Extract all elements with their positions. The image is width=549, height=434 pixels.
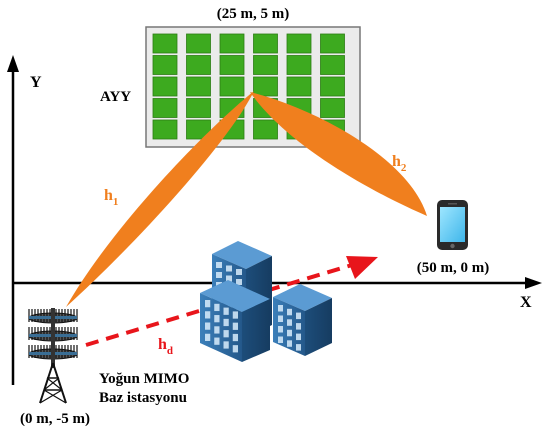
ris-element bbox=[219, 33, 245, 54]
ris-element bbox=[152, 55, 178, 75]
ris-element bbox=[253, 55, 278, 75]
ris-element-grid bbox=[152, 33, 345, 140]
ris-element bbox=[186, 76, 211, 97]
antenna-tower-icon bbox=[28, 308, 78, 404]
ris-element bbox=[320, 33, 345, 54]
base-station-position-label: (0 m, -5 m) bbox=[20, 411, 90, 427]
ris-element bbox=[286, 55, 312, 75]
hd-label: hd bbox=[158, 336, 173, 357]
ris-position-label: (25 m, 5 m) bbox=[217, 6, 289, 22]
ris-element bbox=[320, 76, 345, 97]
beam-h2 bbox=[250, 92, 427, 216]
beam-h1 bbox=[66, 91, 254, 307]
ris-element bbox=[152, 76, 178, 97]
ris-element bbox=[253, 33, 278, 54]
ris-element bbox=[186, 33, 211, 54]
ris-element bbox=[152, 119, 178, 140]
ris-element bbox=[286, 33, 312, 54]
ris-element bbox=[253, 119, 278, 140]
ris-element bbox=[152, 33, 178, 54]
base-station-name-line1: Yoğun MIMO bbox=[99, 371, 189, 387]
ris-element bbox=[219, 55, 245, 75]
ris-element bbox=[320, 55, 345, 75]
h1-label: h1 bbox=[104, 187, 118, 208]
ris-element bbox=[152, 98, 178, 118]
h2-label: h2 bbox=[392, 153, 407, 174]
ris-label: AYY bbox=[100, 89, 131, 105]
coordinate-axes: Y X bbox=[7, 55, 542, 385]
ris-element bbox=[320, 98, 345, 118]
smartphone-icon bbox=[437, 200, 468, 250]
x-axis-label: X bbox=[520, 294, 532, 311]
y-axis-label: Y bbox=[30, 74, 42, 91]
channel-beams bbox=[66, 91, 427, 307]
buildings-icon bbox=[200, 241, 332, 362]
ris-element bbox=[219, 76, 245, 97]
ris-element bbox=[186, 98, 211, 118]
ris-element bbox=[253, 76, 278, 97]
ris-element bbox=[286, 76, 312, 97]
user-position-label: (50 m, 0 m) bbox=[417, 260, 489, 276]
ris-element bbox=[186, 55, 211, 75]
ris-element bbox=[186, 119, 211, 140]
base-station-name-line2: Baz istasyonu bbox=[99, 390, 187, 406]
